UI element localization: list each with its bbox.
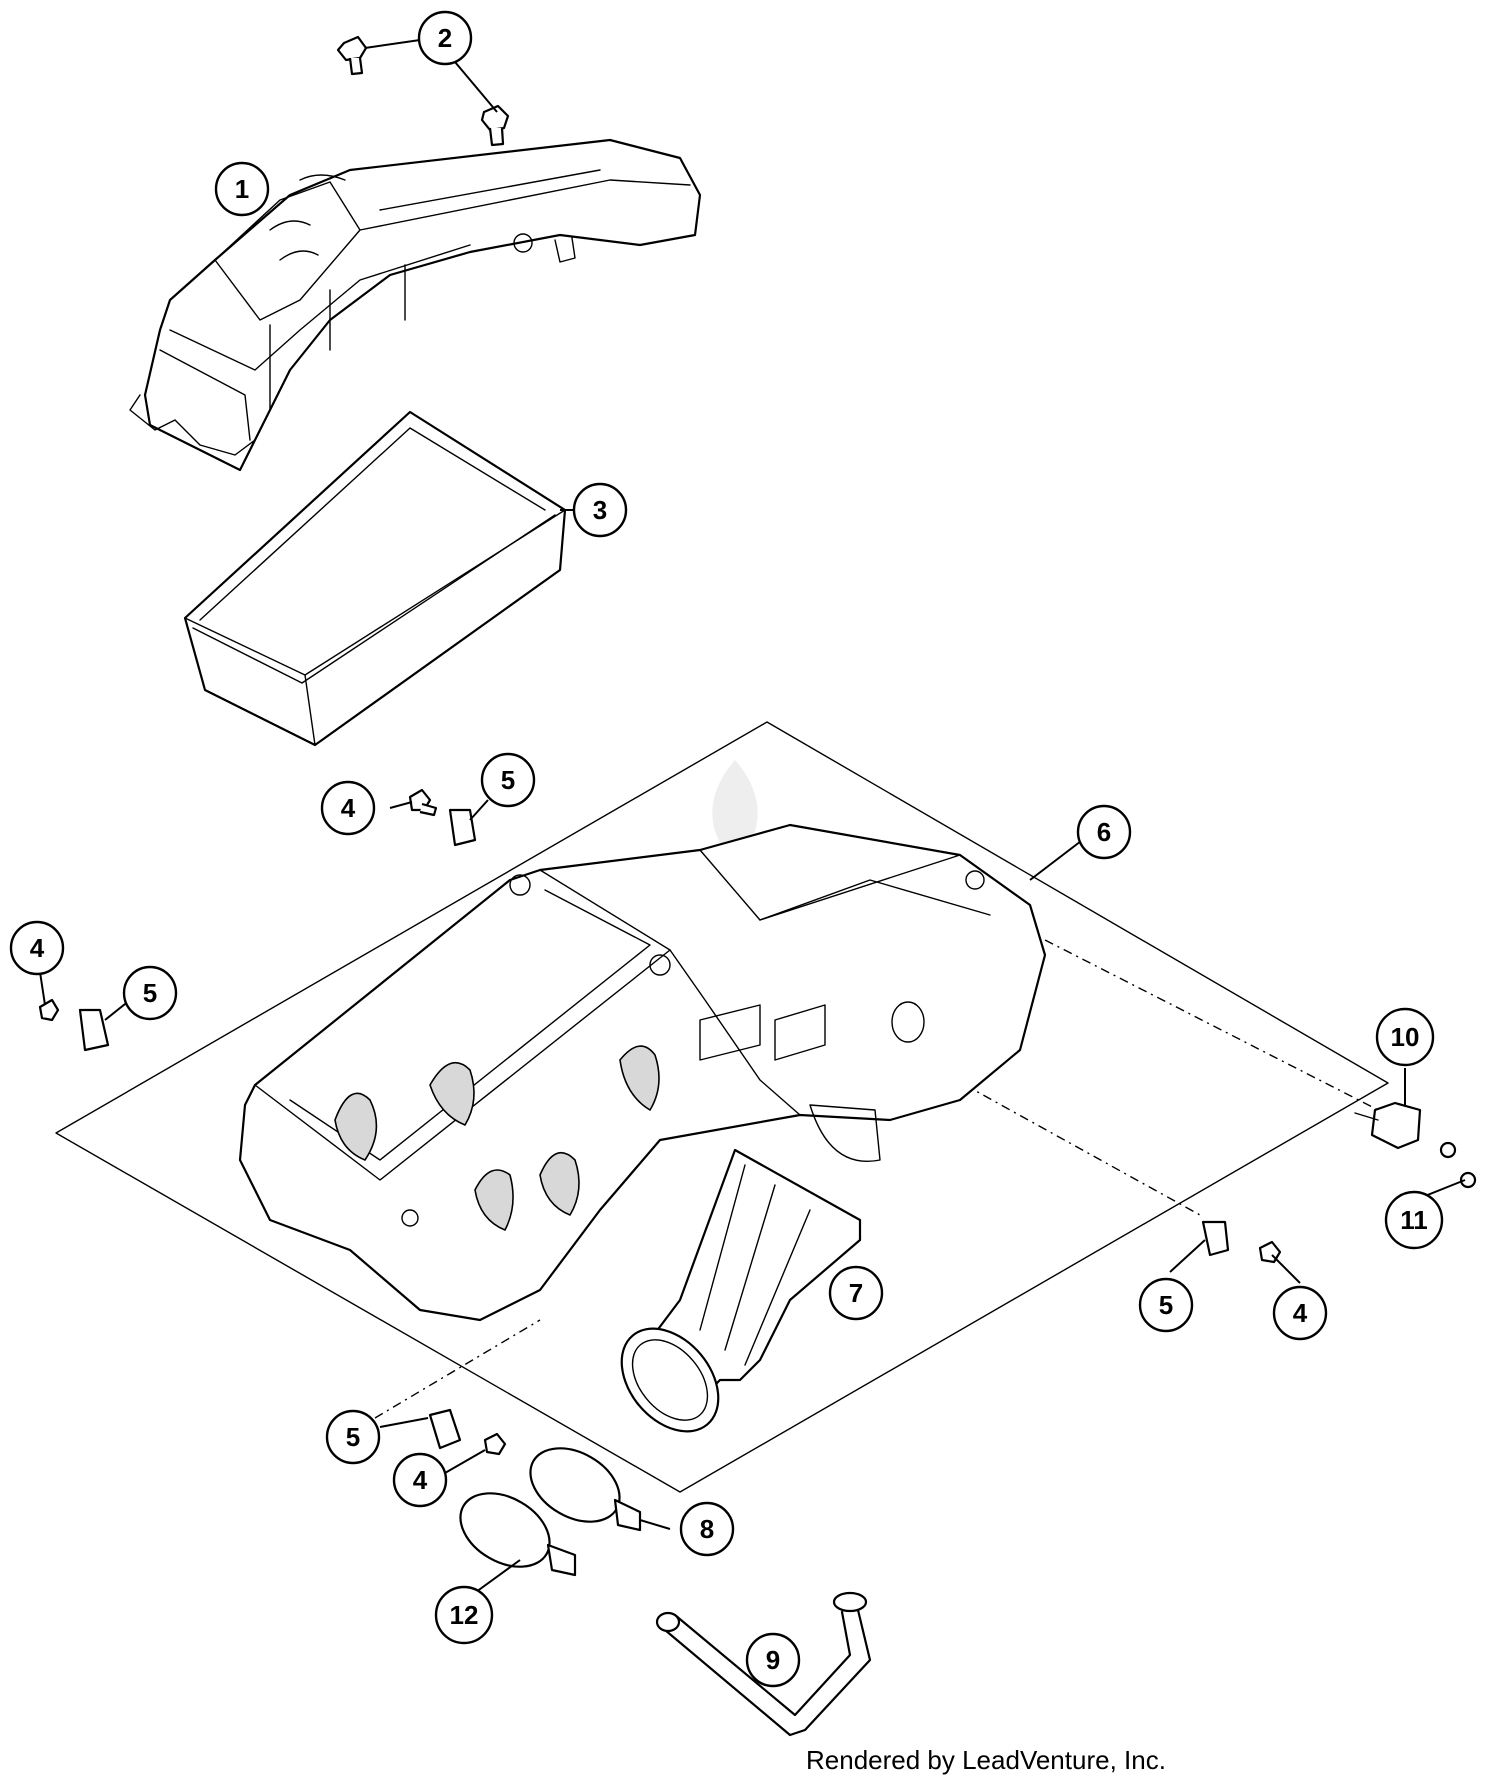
leader-lines — [39, 39, 1466, 1601]
callout-3-label: 3 — [593, 495, 607, 525]
callout-10-label: 10 — [1391, 1022, 1420, 1052]
callout-4: 4 — [1272, 1285, 1328, 1341]
assembly-outline — [55, 721, 1389, 1493]
callout-7-label: 7 — [849, 1278, 863, 1308]
callout-5: 5 — [122, 965, 178, 1021]
callout-4-label: 4 — [341, 793, 356, 823]
callout-9: 9 — [745, 1632, 801, 1688]
callout-10: 10 — [1375, 1007, 1435, 1067]
clamp-12-part — [459, 1492, 577, 1577]
airbox-cover-part — [129, 138, 702, 472]
clamp-8-part — [529, 1447, 642, 1532]
callout-5: 5 — [480, 752, 536, 808]
callout-4-label: 4 — [1293, 1298, 1308, 1328]
callout-8-label: 8 — [700, 1514, 714, 1544]
render-credit: Rendered by LeadVenture, Inc. — [806, 1745, 1166, 1775]
airbox-housing-part — [238, 823, 1047, 1322]
callout-12-label: 12 — [450, 1600, 479, 1630]
callout-5: 5 — [1138, 1277, 1194, 1333]
callout-1: 1 — [214, 161, 270, 217]
callout-7: 7 — [828, 1265, 884, 1321]
callout-4: 4 — [320, 780, 376, 836]
cover-screw-part — [336, 35, 510, 147]
callout-1-label: 1 — [235, 174, 249, 204]
callout-5-label: 5 — [346, 1422, 360, 1452]
callout-8: 8 — [679, 1501, 735, 1557]
mount-hardware — [38, 788, 1282, 1456]
callout-2: 2 — [417, 10, 473, 66]
callout-11-label: 11 — [1400, 1205, 1428, 1235]
callout-4: 4 — [9, 920, 65, 976]
callout-11: 11 — [1384, 1190, 1444, 1250]
callout-4-label: 4 — [30, 933, 45, 963]
callout-5-label: 5 — [143, 978, 157, 1008]
callout-4-label: 4 — [413, 1465, 428, 1495]
callout-6-label: 6 — [1097, 817, 1111, 847]
callout-4: 4 — [392, 1452, 448, 1508]
callout-5: 5 — [325, 1409, 381, 1465]
callout-3: 3 — [572, 482, 628, 538]
callout-6: 6 — [1076, 804, 1132, 860]
sensor-screw-part — [1439, 1141, 1477, 1189]
air-filter-part — [183, 410, 567, 747]
callout-5-label: 5 — [501, 765, 515, 795]
callout-2-label: 2 — [438, 23, 452, 53]
intake-boot-part — [620, 1148, 862, 1433]
sensor-part — [1354, 1101, 1422, 1150]
callout-5-label: 5 — [1159, 1290, 1173, 1320]
callout-9-label: 9 — [766, 1645, 780, 1675]
drain-hose-part — [655, 1591, 872, 1737]
callout-12: 12 — [434, 1585, 494, 1645]
